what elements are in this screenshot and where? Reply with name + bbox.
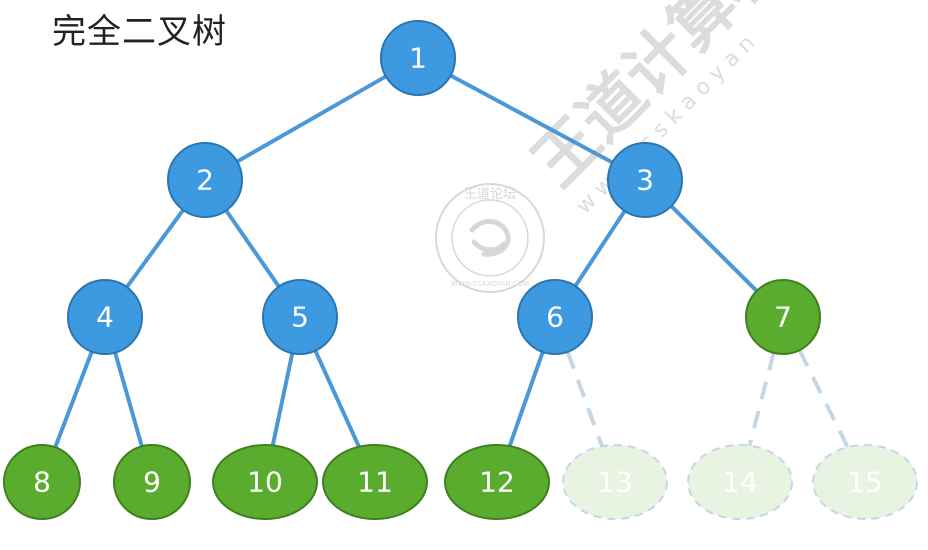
edge-3-7 bbox=[669, 204, 759, 293]
edge-6-12 bbox=[507, 351, 545, 447]
tree-node-3: 3 bbox=[607, 142, 683, 218]
tree-node-2: 2 bbox=[167, 142, 243, 218]
tree-node-8: 8 bbox=[3, 444, 81, 520]
tree-node-5: 5 bbox=[262, 279, 338, 355]
edge-3-6 bbox=[573, 209, 627, 288]
edge-1-3 bbox=[449, 73, 614, 165]
tree-node-1: 1 bbox=[380, 20, 456, 96]
tree-node-12: 12 bbox=[444, 444, 550, 520]
node-label-12: 12 bbox=[479, 466, 515, 499]
node-circle-4 bbox=[67, 279, 143, 355]
tree-node-13: 13 bbox=[562, 444, 668, 520]
tree-node-9: 9 bbox=[113, 444, 191, 520]
node-label-11: 11 bbox=[357, 466, 393, 499]
node-label-15: 15 bbox=[847, 466, 883, 499]
watermark-seal-url: WWW.CSKAOYAN.COM bbox=[451, 280, 529, 288]
node-label-4: 4 bbox=[96, 301, 114, 334]
node-circle-7 bbox=[745, 279, 821, 355]
node-circle-5 bbox=[262, 279, 338, 355]
node-circle-14 bbox=[687, 444, 793, 520]
edge-2-5 bbox=[224, 209, 281, 288]
node-circle-9 bbox=[113, 444, 191, 520]
node-circle-6 bbox=[517, 279, 593, 355]
tree-node-11: 11 bbox=[322, 444, 428, 520]
node-label-14: 14 bbox=[722, 466, 758, 499]
edge-7-15 bbox=[797, 349, 850, 449]
edge-5-10 bbox=[270, 352, 295, 446]
node-circle-12 bbox=[444, 444, 550, 520]
tree-node-15: 15 bbox=[812, 444, 918, 520]
edge-2-4 bbox=[125, 208, 185, 289]
node-circle-15 bbox=[812, 444, 918, 520]
tree-node-7: 7 bbox=[745, 279, 821, 355]
tree-edges bbox=[53, 73, 850, 449]
node-label-9: 9 bbox=[143, 466, 161, 499]
edge-5-11 bbox=[313, 349, 361, 448]
node-label-13: 13 bbox=[597, 466, 633, 499]
node-circle-3 bbox=[607, 142, 683, 218]
tree-node-4: 4 bbox=[67, 279, 143, 355]
node-label-7: 7 bbox=[774, 301, 792, 334]
node-label-1: 1 bbox=[409, 42, 427, 75]
node-label-3: 3 bbox=[636, 164, 654, 197]
tree-node-6: 6 bbox=[517, 279, 593, 355]
edge-4-8 bbox=[53, 350, 94, 449]
watermark-seal-text: 王道论坛 bbox=[464, 187, 516, 202]
edge-1-2 bbox=[236, 74, 387, 164]
node-circle-8 bbox=[3, 444, 81, 520]
node-label-6: 6 bbox=[546, 301, 564, 334]
node-label-2: 2 bbox=[196, 164, 214, 197]
watermark-seal: 王道论坛 WWW.CSKAOYAN.COM bbox=[435, 183, 545, 293]
node-circle-10 bbox=[212, 444, 318, 520]
node-label-10: 10 bbox=[247, 466, 283, 499]
node-circle-1 bbox=[380, 20, 456, 96]
edge-6-13 bbox=[565, 351, 604, 447]
tree-node-14: 14 bbox=[687, 444, 793, 520]
node-circle-11 bbox=[322, 444, 428, 520]
edge-4-9 bbox=[113, 352, 144, 447]
edge-7-14 bbox=[747, 352, 776, 447]
node-label-8: 8 bbox=[33, 466, 51, 499]
tree-node-10: 10 bbox=[212, 444, 318, 520]
node-circle-13 bbox=[562, 444, 668, 520]
watermark: 王道论坛 WWW.CSKAOYAN.COM 王道计算机 w w w . c s … bbox=[435, 0, 798, 293]
diagram-title: 完全二叉树 bbox=[52, 12, 227, 52]
node-circle-2 bbox=[167, 142, 243, 218]
node-label-5: 5 bbox=[291, 301, 309, 334]
